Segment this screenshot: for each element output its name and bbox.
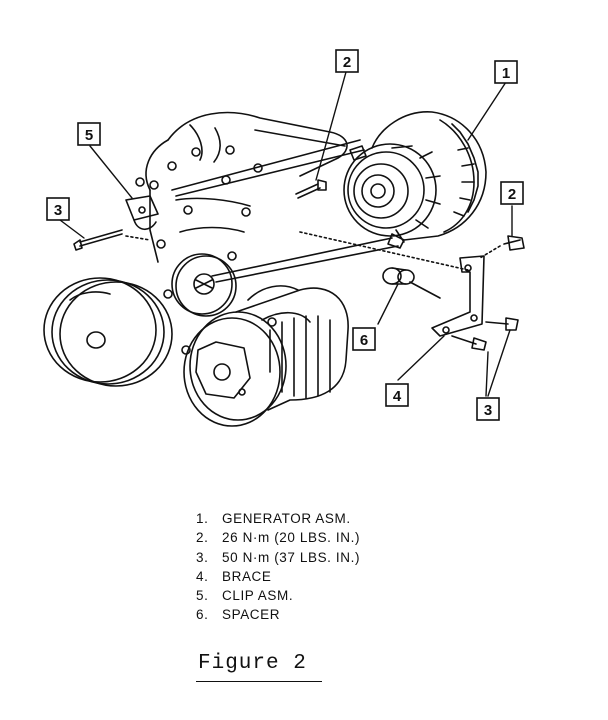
svg-text:6: 6 bbox=[360, 332, 368, 349]
callout-3-left: 3 bbox=[46, 197, 70, 221]
bolt-right-lower bbox=[451, 335, 487, 351]
engine-block bbox=[135, 111, 348, 299]
legend-item: 4. BRACE bbox=[196, 567, 360, 586]
bolt-right-mid bbox=[485, 317, 519, 331]
legend-item: 1. GENERATOR ASM. bbox=[196, 509, 360, 528]
legend-text: BRACE bbox=[222, 568, 272, 584]
legend-text: CLIP ASM. bbox=[222, 588, 294, 604]
leader-lines bbox=[59, 71, 513, 397]
svg-text:1: 1 bbox=[502, 65, 510, 82]
legend-number: 3. bbox=[196, 549, 209, 565]
spacer bbox=[382, 267, 415, 285]
callout-1: 1 bbox=[494, 60, 518, 84]
legend-number: 4. bbox=[196, 568, 209, 584]
bolt-right-upper bbox=[479, 235, 525, 259]
idler-pulley bbox=[171, 253, 237, 317]
legend-text: 50 N·m (37 LBS. IN.) bbox=[222, 549, 361, 565]
callout-6: 6 bbox=[352, 327, 376, 351]
svg-text:2: 2 bbox=[343, 54, 351, 71]
legend-item: 5. CLIP ASM. bbox=[196, 586, 360, 605]
ac-compressor bbox=[181, 285, 349, 427]
callout-4: 4 bbox=[385, 383, 409, 407]
generator-assembly bbox=[343, 111, 487, 249]
figure-caption: Figure 2 bbox=[198, 652, 307, 675]
svg-text:2: 2 bbox=[508, 186, 516, 203]
callout-3-right: 3 bbox=[476, 397, 500, 421]
callout-2-top: 2 bbox=[335, 49, 359, 73]
caption-underline bbox=[196, 681, 322, 682]
bolt-upper-center bbox=[295, 179, 327, 199]
legend-number: 1. bbox=[196, 511, 209, 526]
legend-text: SPACER bbox=[222, 607, 281, 623]
legend-text: 26 N·m (20 LBS. IN.) bbox=[222, 530, 361, 546]
svg-text:3: 3 bbox=[484, 402, 492, 419]
parts-legend: 1. GENERATOR ASM. 2. 26 N·m (20 LBS. IN.… bbox=[196, 509, 360, 625]
legend-number: 6. bbox=[196, 607, 209, 623]
legend-number: 5. bbox=[196, 588, 209, 604]
callout-2-right: 2 bbox=[500, 181, 524, 205]
svg-text:4: 4 bbox=[393, 388, 402, 405]
clip-assembly bbox=[125, 195, 159, 231]
legend-text: GENERATOR ASM. bbox=[222, 511, 351, 526]
legend-number: 2. bbox=[196, 530, 209, 546]
crankshaft-pulley bbox=[43, 277, 173, 387]
engine-assembly-diagram: 1 2 2 3 3 4 5 6 bbox=[43, 49, 525, 427]
bolt-left bbox=[73, 229, 151, 251]
drive-belt bbox=[171, 129, 399, 283]
svg-text:5: 5 bbox=[85, 127, 93, 144]
svg-text:3: 3 bbox=[54, 202, 62, 219]
brace bbox=[299, 231, 485, 337]
legend-item: 3. 50 N·m (37 LBS. IN.) bbox=[196, 548, 360, 567]
callout-5: 5 bbox=[77, 122, 101, 146]
legend-item: 6. SPACER bbox=[196, 605, 360, 624]
legend-item: 2. 26 N·m (20 LBS. IN.) bbox=[196, 528, 360, 547]
